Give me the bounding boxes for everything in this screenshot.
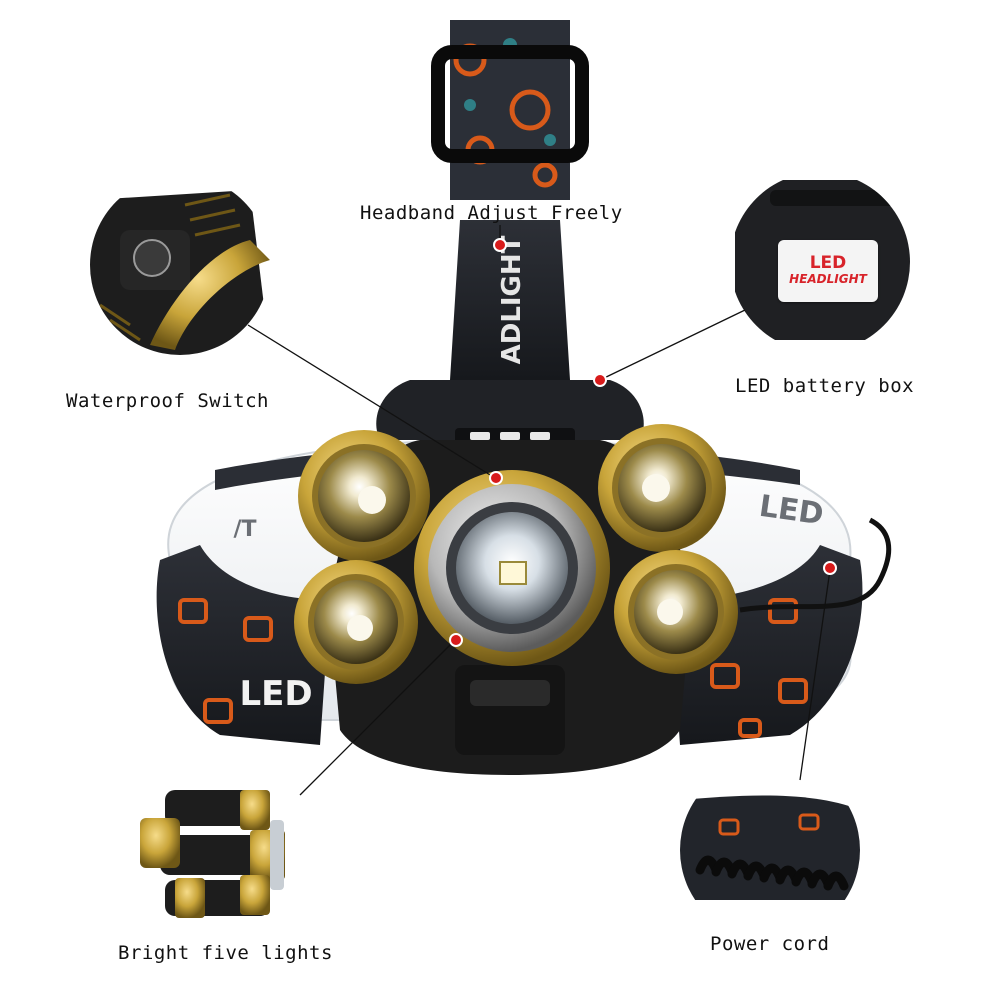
strap-pattern [178, 598, 808, 738]
strap-mid-text: /T [233, 517, 256, 542]
strap-top-text: ADLIGHT [497, 235, 527, 364]
lamp-center-zoom [414, 470, 610, 666]
leader-lights [299, 639, 456, 796]
lamp-bottom-left [294, 560, 418, 684]
battery-housing [376, 380, 644, 446]
callout-lights-label: Bright five lights [118, 942, 333, 964]
callout-dots [449, 238, 837, 647]
callout-battery-label: LED battery box [735, 375, 915, 397]
leader-cord [799, 569, 831, 781]
detail-circle-switch [90, 175, 270, 355]
headband-adjuster-detail [431, 20, 589, 200]
dot-switch [489, 471, 503, 485]
dot-headband [493, 238, 507, 252]
dot-cord [823, 561, 837, 575]
leader-battery [599, 309, 746, 381]
badge-line-1: LED [809, 253, 847, 273]
lamp-bottom-right [614, 550, 738, 674]
strap-left-text: LED [239, 674, 312, 714]
top-strap: ADLIGHT [450, 220, 570, 380]
badge-line-2: HEADLIGHT [789, 272, 867, 286]
leader-switch [247, 324, 496, 479]
five-lights [294, 424, 738, 684]
battery-label-badge: LED HEADLIGHT [778, 240, 878, 302]
dot-battery [593, 373, 607, 387]
callout-cord-label: Power cord [710, 933, 830, 955]
detail-circle-lights [132, 755, 312, 935]
power-cord-wire [739, 517, 892, 613]
dot-lights [449, 633, 463, 647]
callout-headband-label: Headband Adjust Freely [360, 202, 623, 224]
callout-switch-label: Waterproof Switch [66, 390, 269, 412]
leader-lines [247, 225, 831, 796]
detail-circle-cord [680, 760, 860, 940]
lamp-top-right [598, 424, 726, 552]
lamp-top-left [298, 430, 430, 562]
